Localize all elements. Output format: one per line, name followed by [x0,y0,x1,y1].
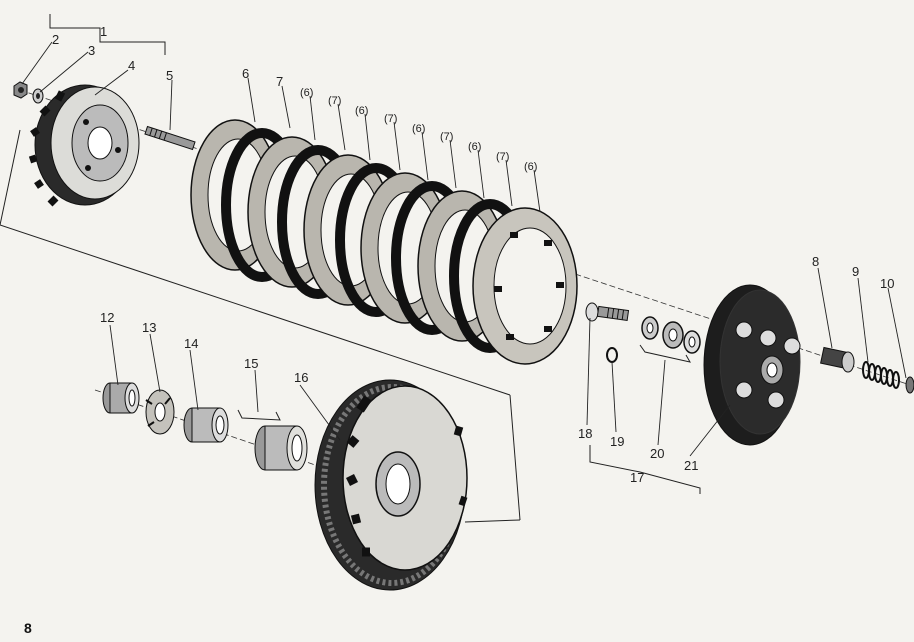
part-12-needle-bearing [102,382,140,414]
callout-18: 18 [578,426,592,441]
callout-9: 9 [852,264,859,279]
part-20-thrust-bearing [641,316,701,354]
callout-21: 21 [684,458,698,473]
group-17-bracket [589,445,701,494]
part-9-spring [862,361,900,389]
part-10-nut [905,376,914,394]
part-3-washer [32,88,44,104]
part-4-clutch-hub [28,84,140,207]
callout-4: 4 [128,58,135,73]
part-19-circlip [606,347,618,363]
callout-6: 6 [242,66,249,81]
part-14-bushing [183,407,229,443]
part-2-nut [13,81,28,99]
assembly-frame-lines [0,129,521,523]
callout-6-repeat: (6) [468,141,481,153]
part-8-spring-cup [820,346,855,373]
callout-19: 19 [610,434,624,449]
callout-2: 2 [52,32,59,47]
callout-6-repeat: (6) [355,105,368,117]
callout-7: 7 [276,74,283,89]
callout-6-repeat: (6) [524,161,537,173]
group-1-bracket [49,14,166,55]
callout-6-repeat: (6) [300,87,313,99]
callout-14: 14 [184,336,198,351]
part-13-thrust-washer [145,389,175,435]
callout-6-repeat: (6) [412,123,425,135]
callout-7-repeat: (7) [496,151,509,163]
part-16-clutch-drum-gear [314,379,468,591]
part-15-spacer-sleeve [254,425,308,471]
small-brackets [237,344,691,421]
callout-7-repeat: (7) [328,95,341,107]
part-5-stud [144,125,196,151]
callout-7-repeat: (7) [440,131,453,143]
callout-leaders [21,41,907,457]
callout-5: 5 [166,68,173,83]
callout-17: 17 [630,470,644,485]
callout-13: 13 [142,320,156,335]
callout-20: 20 [650,446,664,461]
callout-16: 16 [294,370,308,385]
clutch-plate-stack [190,119,578,365]
callout-3: 3 [88,43,95,58]
part-21-pressure-plate [703,284,801,446]
page-number: 8 [24,620,32,636]
part-18-pushrod-end [585,302,630,322]
callout-15: 15 [244,356,258,371]
callout-8: 8 [812,254,819,269]
callout-labels: 1 2 3 4 5 6 7 (6) (7) (6) (7) (6) (7) (6… [52,24,894,485]
friction-plate-front [472,207,578,365]
callout-7-repeat: (7) [384,113,397,125]
callout-12: 12 [100,310,114,325]
callout-1: 1 [100,24,107,39]
callout-10: 10 [880,276,894,291]
